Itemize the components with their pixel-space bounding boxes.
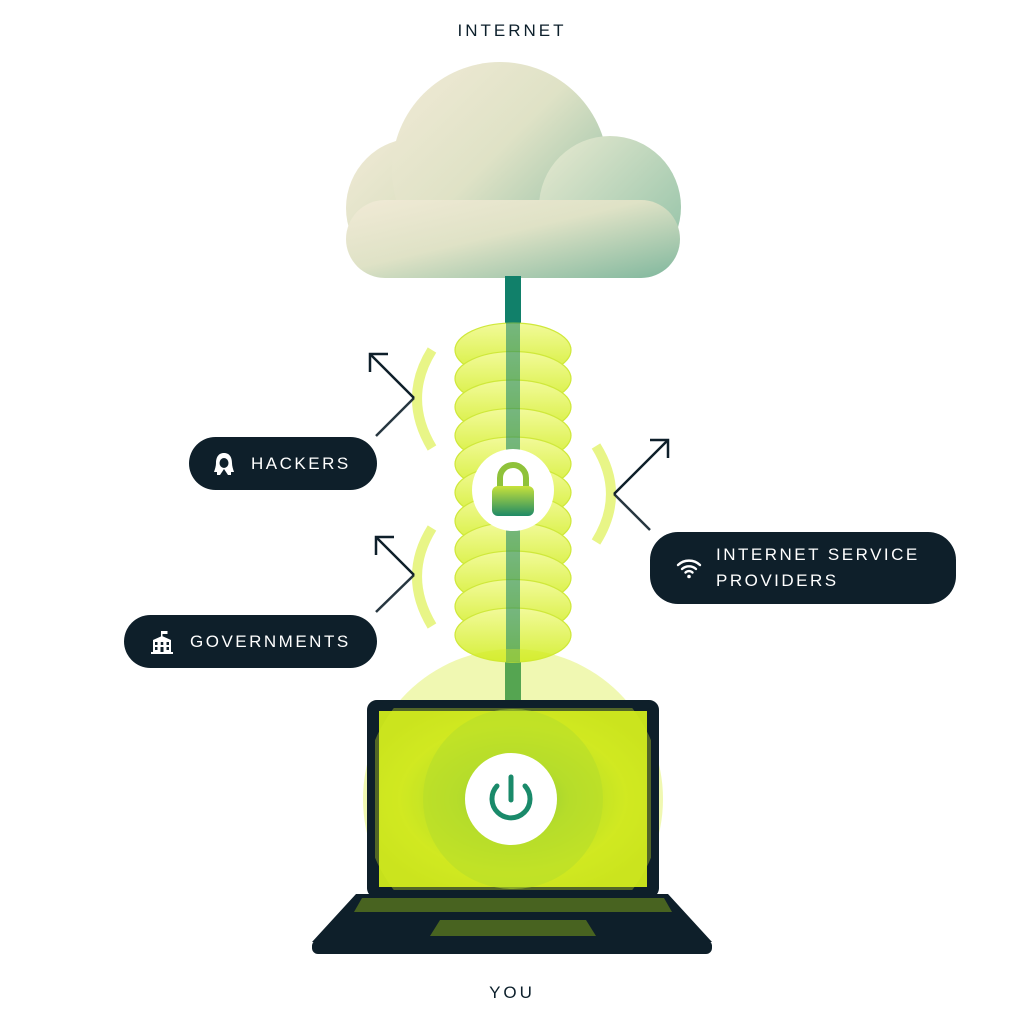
governments-label: GOVERNMENTS bbox=[190, 631, 351, 651]
internet-label: INTERNET bbox=[457, 21, 567, 40]
cloud-icon bbox=[346, 62, 681, 278]
you-label: YOU bbox=[489, 983, 535, 1002]
deflect-arrow-hackers bbox=[368, 352, 415, 437]
lock-icon bbox=[472, 449, 554, 531]
government-building-icon bbox=[150, 630, 174, 654]
isp-label: INTERNET SERVICE PROVIDERS bbox=[716, 542, 920, 594]
deflect-arrow-isp bbox=[613, 438, 670, 531]
wifi-icon bbox=[676, 557, 702, 579]
hackers-pill: HACKERS bbox=[189, 437, 377, 490]
shield-arcs bbox=[412, 347, 616, 629]
isp-label-line2: PROVIDERS bbox=[716, 571, 839, 590]
deflect-arrow-governments bbox=[374, 535, 415, 613]
hackers-label: HACKERS bbox=[251, 453, 351, 473]
power-icon[interactable] bbox=[465, 753, 557, 845]
governments-pill: GOVERNMENTS bbox=[124, 615, 377, 668]
hacker-icon bbox=[213, 452, 235, 476]
isp-label-line1: INTERNET SERVICE bbox=[716, 545, 920, 564]
isp-pill: INTERNET SERVICE PROVIDERS bbox=[650, 532, 956, 604]
